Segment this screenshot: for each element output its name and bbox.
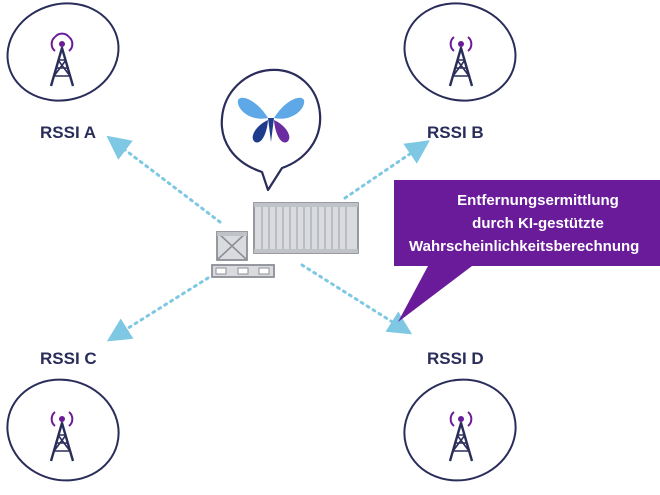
ai-distance-callout: Entfernungsermittlung durch KI-gestützte… (394, 180, 660, 322)
callout-line-1: Entfernungsermittlung (457, 192, 619, 209)
anchor-b-bubble (403, 2, 517, 102)
signal-line-b (343, 140, 430, 200)
pallet-icon (211, 264, 275, 278)
anchor-a-label: RSSI A (40, 123, 96, 142)
callout-line-2: durch KI-gestützte (472, 215, 604, 232)
anchor-a: RSSI A (6, 2, 120, 142)
anchor-c-label: RSSI C (40, 349, 97, 368)
signal-line-d (300, 263, 413, 335)
cell-tower-icon (448, 36, 474, 87)
signal-lines (106, 135, 430, 342)
cell-tower-icon (49, 32, 75, 87)
anchor-b: RSSI B (403, 2, 517, 142)
anchor-b-label: RSSI B (427, 123, 484, 142)
cell-tower-icon (448, 411, 474, 462)
anchor-c: RSSI C (6, 349, 120, 482)
signal-line-c (106, 276, 210, 342)
shipping-container-icon (253, 202, 359, 254)
callout-box (394, 180, 660, 322)
logo-bubble (220, 68, 322, 192)
anchor-d-label: RSSI D (427, 349, 484, 368)
center-assets (211, 202, 359, 278)
butterfly-logo-icon (237, 97, 305, 143)
crate-icon (216, 231, 248, 261)
callout-line-3: Wahrscheinlichkeitsberechnung (409, 238, 639, 255)
signal-line-a (106, 135, 222, 224)
anchor-d: RSSI D (403, 349, 517, 482)
cell-tower-icon (49, 411, 75, 462)
